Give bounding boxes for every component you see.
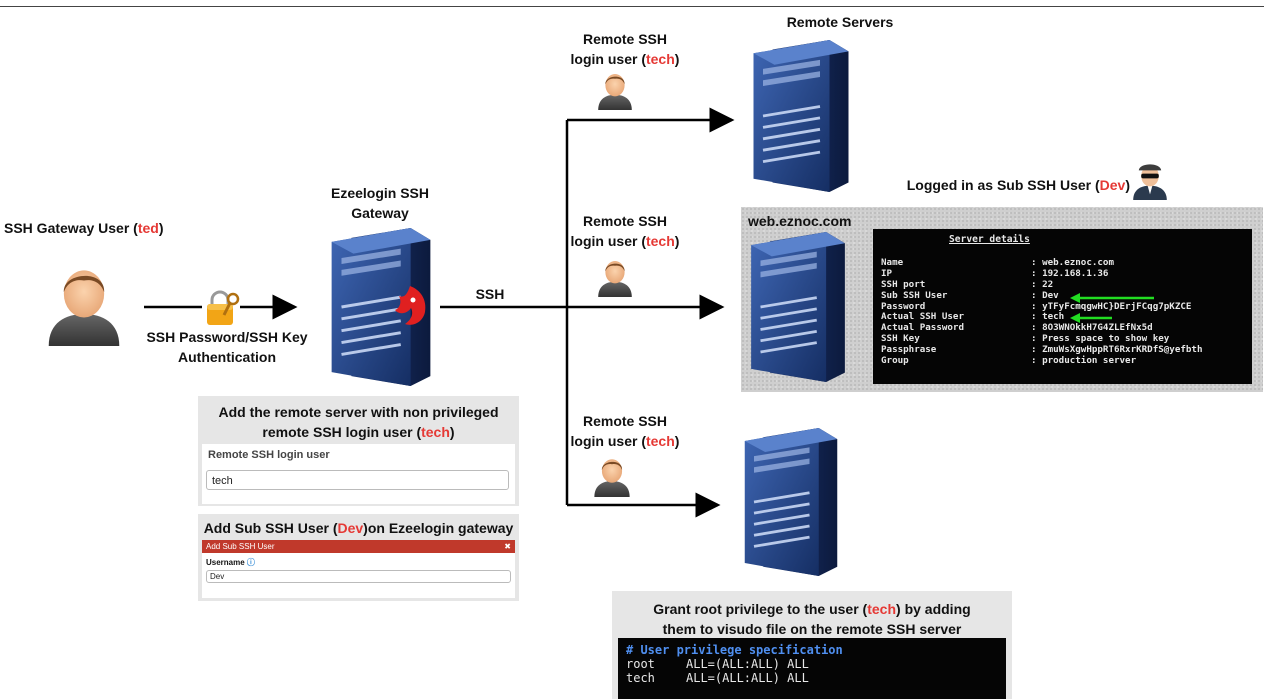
add-server-panel: Add the remote server with non privilege…	[198, 396, 519, 506]
close-icon[interactable]: ✖	[504, 542, 511, 551]
web-server-icon	[749, 232, 847, 382]
grant-privilege-title: Grant root privilege to the user (tech) …	[653, 601, 971, 637]
server-detail-row: IP : 192.168.1.36	[881, 267, 1244, 280]
server-detail-key: SSH port	[881, 278, 926, 290]
server-detail-value: : production server	[1031, 355, 1137, 367]
visudo-line: tech ALL=(ALL:ALL) ALL	[626, 671, 998, 685]
server-detail-key: Password	[881, 300, 926, 312]
visudo-user: tech	[626, 671, 655, 685]
server-details-heading: Server details	[949, 234, 1030, 245]
server-detail-value: : ZmuWsXgwHppRT6RxrKRDfS@yefbth	[1031, 344, 1203, 356]
server-detail-value: : 8O3WNOkkH7G4ZLEfNx5d	[1031, 322, 1153, 334]
remote-servers-title: Remote Servers	[786, 14, 894, 30]
user-icon	[48, 270, 120, 346]
visudo-line: root ALL=(ALL:ALL) ALL	[626, 657, 998, 671]
remote-login-user-label-middle: Remote SSH login user (tech)	[570, 213, 680, 249]
ssh-label: SSH	[475, 286, 505, 302]
top-border-line	[0, 6, 1264, 7]
remote-server-icon	[743, 428, 839, 576]
visudo-comment: # User privilege specification	[626, 643, 843, 657]
lock-key-icon	[207, 290, 240, 325]
server-detail-key: Group	[881, 355, 909, 367]
username-field-label: Username ⓘ	[206, 558, 255, 567]
server-detail-value: : tech	[1031, 311, 1065, 323]
remote-server-icon	[751, 40, 851, 192]
server-detail-row: Group : production server	[881, 355, 1244, 367]
server-detail-row: SSH Key : Press space to show key	[881, 333, 1244, 345]
server-detail-row: Password : yTFyFcmqgwHC}DErjFCqg7pKZCE	[881, 300, 1244, 313]
visudo-rule: ALL=(ALL:ALL) ALL	[686, 671, 809, 685]
logged-in-label: Logged in as Sub SSH User (Dev)	[906, 177, 1130, 193]
server-detail-key: IP	[881, 267, 893, 279]
server-detail-value: : web.eznoc.com	[1031, 256, 1114, 268]
user-icon	[598, 261, 632, 297]
server-detail-value: : 192.168.1.36	[1031, 267, 1109, 279]
add-sub-user-title: Add Sub SSH User (Dev)on Ezeelogin gatew…	[203, 520, 514, 536]
server-detail-value: : Press space to show key	[1031, 333, 1170, 345]
username-input[interactable]: Dev	[206, 570, 511, 583]
server-detail-row: Actual SSH User : tech	[881, 312, 1244, 323]
server-detail-key: Actual SSH User	[881, 311, 964, 323]
user-icon	[598, 74, 632, 110]
add-sub-user-panel: Add Sub SSH User (Dev)on Ezeelogin gatew…	[198, 514, 519, 601]
auth-label: SSH Password/SSH Key Authentication	[146, 329, 308, 365]
server-detail-key: SSH Key	[881, 333, 920, 345]
server-detail-row: SSH port : 22	[881, 278, 1244, 291]
add-server-form: Remote SSH login user tech	[202, 444, 515, 504]
add-sub-user-form: Add Sub SSH User ✖ Username ⓘ Dev	[202, 540, 515, 598]
server-detail-row: Actual Password : 8O3WNOkkH7G4ZLEfNx5d	[881, 322, 1244, 334]
add-server-title: Add the remote server with non privilege…	[218, 404, 499, 440]
grant-privilege-panel: Grant root privilege to the user (tech) …	[612, 591, 1012, 699]
server-detail-key: Actual Password	[881, 322, 964, 334]
add-sub-user-bar: Add Sub SSH User ✖	[202, 540, 515, 553]
server-detail-row: Name : web.eznoc.com	[881, 256, 1244, 269]
visudo-rule: ALL=(ALL:ALL) ALL	[686, 657, 809, 671]
server-detail-row: Passphrase : ZmuWsXgwHppRT6RxrKRDfS@yefbt…	[881, 344, 1244, 356]
server-detail-value: : 22	[1031, 278, 1054, 290]
user-icon	[594, 459, 630, 497]
server-detail-value: : yTFyFcmqgwHC}DErjFCqg7pKZCE	[1031, 300, 1192, 312]
remote-login-user-label-bottom: Remote SSH login user (tech)	[570, 413, 680, 449]
green-arrows	[1070, 293, 1154, 323]
server-detail-key: Passphrase	[881, 344, 937, 356]
ezeelogin-logo	[395, 286, 426, 325]
remote-login-user-label-top: Remote SSH login user (tech)	[570, 31, 680, 67]
server-detail-value: : Dev	[1031, 289, 1059, 301]
visudo-user: root	[626, 657, 655, 671]
spy-user-icon	[1133, 164, 1167, 200]
remote-login-user-field-label: Remote SSH login user	[208, 449, 330, 461]
gateway-user-label: SSH Gateway User (ted)	[4, 220, 164, 236]
web-host-label: web.eznoc.com	[748, 213, 852, 229]
server-detail-row: Sub SSH User : Dev	[881, 289, 1244, 302]
gateway-label: Ezeelogin SSH Gateway	[330, 185, 430, 221]
server-detail-key: Name	[881, 256, 904, 268]
remote-login-user-input[interactable]: tech	[206, 470, 509, 490]
server-detail-key: Sub SSH User	[881, 289, 948, 301]
info-icon: ⓘ	[246, 558, 255, 567]
